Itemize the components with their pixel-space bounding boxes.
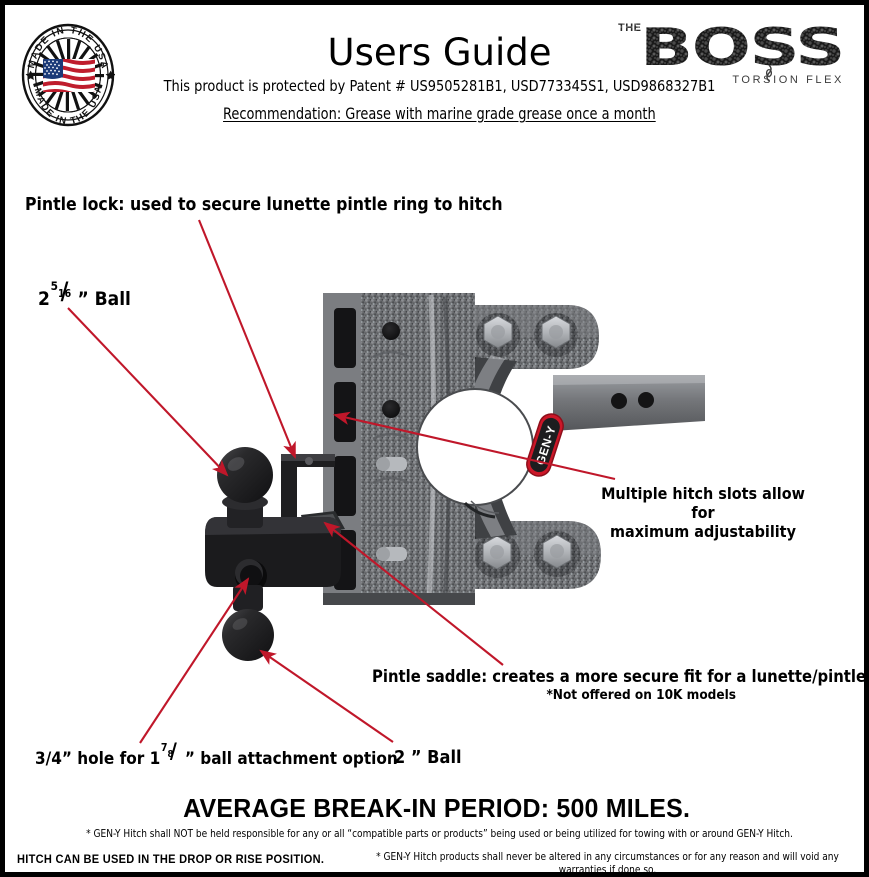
fraction-7-8: 7/8 (160, 739, 185, 764)
bolt-bottom-right (542, 534, 572, 569)
safety-chain (463, 500, 500, 519)
boss-word-label: BOSS (640, 18, 844, 78)
pin-hole-lower (382, 400, 400, 418)
page-title: Users Guide (327, 31, 552, 74)
callout-pintle-saddle-note: *Not offered on 10K models (546, 687, 736, 704)
callout-ball-2-inch: 2 ” Ball (394, 747, 462, 768)
disclaimer-line-1: * GEN-Y Hitch shall NOT be held responsi… (86, 827, 793, 840)
callout-hitch-slots: Multiple hitch slots allow for maximum a… (597, 484, 809, 542)
top-pivot-arm (457, 305, 599, 369)
boss-brand-logo: THE BOSS TORSION FLEX (616, 17, 846, 89)
bolt-top-left (483, 315, 513, 349)
callout-pintle-saddle: Pintle saddle: creates a more secure fit… (372, 667, 869, 704)
bolt-top-right (541, 315, 571, 349)
ball-2-5-16 (217, 447, 273, 528)
callout-hitch-slots-line1: Multiple hitch slots allow for (601, 484, 805, 522)
callout-pintle-saddle-main: Pintle saddle: creates a more secure fit… (372, 667, 869, 686)
torsion-flex-glyph-icon (765, 64, 773, 82)
hole-suffix: ” ball attachment option (184, 749, 398, 769)
hitch-slot-3 (334, 456, 356, 516)
ball-2516-suffix: ” Ball (77, 288, 131, 310)
roller-pin-lower (376, 547, 407, 561)
receiver-shank (553, 375, 705, 431)
fraction-numerator: 7 (160, 741, 168, 754)
callout-hitch-slots-line2: maximum adjustability (610, 521, 796, 541)
fraction-denominator: 8 (167, 749, 174, 761)
roller-pin-upper (376, 457, 407, 471)
disclaimer-line-2: * GEN-Y Hitch products shall never be al… (376, 850, 839, 876)
boss-tagline-label: TORSION FLEX (732, 74, 844, 86)
fraction-bar: / (60, 277, 69, 306)
fraction-numerator: 5 (50, 279, 58, 294)
ball-2516-whole: 2 (38, 288, 50, 310)
boss-the-label: THE (618, 22, 642, 34)
recommendation-text: Recommendation: Grease with marine grade… (223, 104, 656, 123)
fraction-denominator: 16 (58, 288, 72, 301)
callout-pintle-lock: Pintle lock: used to secure lunette pint… (25, 195, 503, 215)
hole-prefix: 3/4” hole for 1 (35, 749, 161, 769)
recommendation-line: Recommendation: Grease with marine grade… (5, 104, 864, 123)
pin-hole-upper (382, 322, 400, 340)
fraction-5-16: 5/16 (50, 277, 78, 305)
hitch-slot-1 (334, 308, 356, 368)
fraction-bar: / (169, 739, 177, 765)
patent-line: This product is protected by Patent # US… (163, 77, 716, 95)
drop-rise-note: HITCH CAN BE USED IN THE DROP OR RISE PO… (17, 852, 325, 866)
ball-2-inch (222, 585, 274, 661)
made-in-usa-seal-icon: MADE IN THE USA MADE IN THE USA (21, 23, 116, 127)
break-in-headline: AVERAGE BREAK-IN PERIOD: 500 MILES. (183, 793, 691, 823)
hitch-slot-2 (334, 382, 356, 442)
